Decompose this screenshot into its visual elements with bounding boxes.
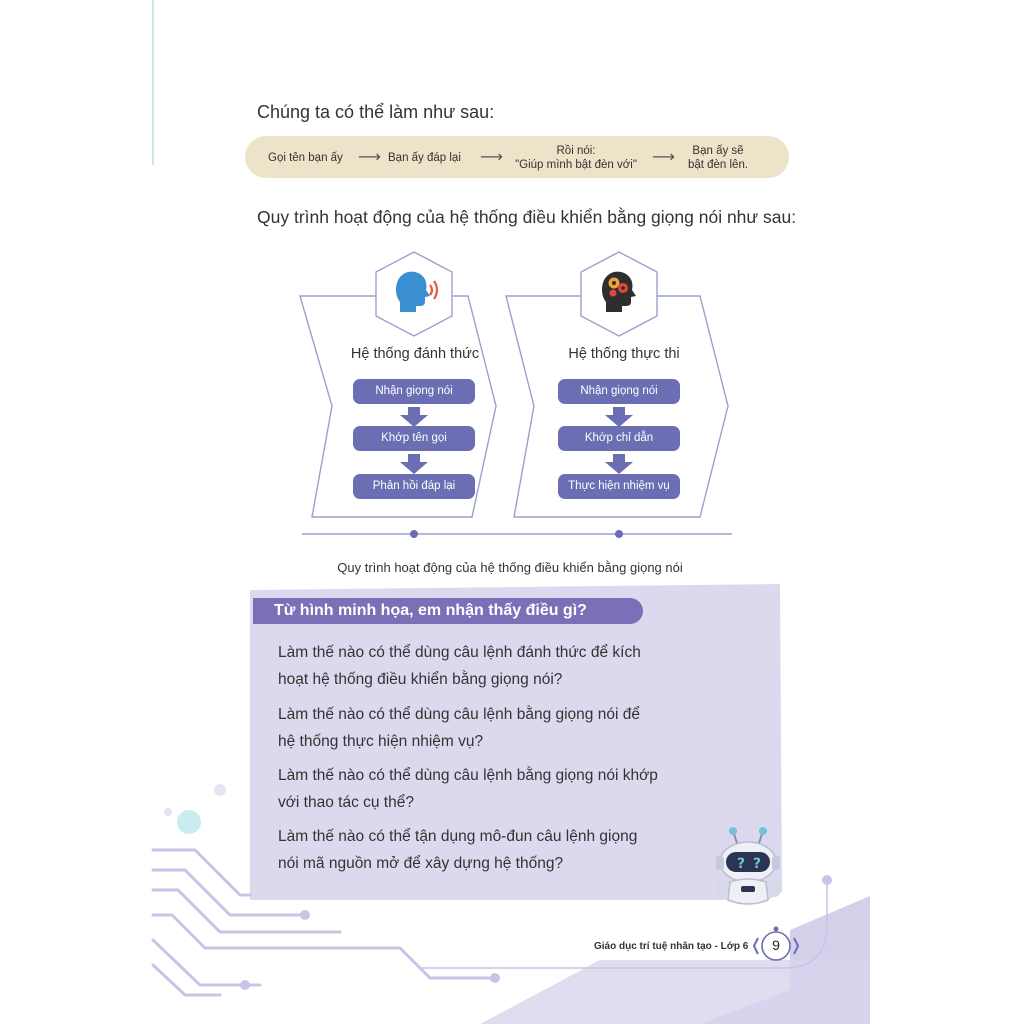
step-text: Gọi tên bạn ấy [268,152,343,164]
step-text-line1: Rồi nói: [556,145,596,157]
exec-step-match-instruction: Khớp chỉ dẫn [558,426,680,451]
question-line: Làm thế nào có thể dùng câu lệnh đánh th… [278,644,641,661]
question-line: hoạt hệ thống điều khiển bằng giọng nói? [278,671,563,688]
arrow-icon: ⟶ [480,149,503,166]
question-line: Làm thế nào có thể dùng câu lệnh bằng gi… [278,706,640,723]
question-line: Làm thế nào có thể dùng câu lệnh bằng gi… [278,767,658,784]
wake-step-match-name: Khớp tên gọi [353,426,475,451]
figure-caption-text: Quy trình hoạt động của hệ thống điều kh… [337,560,683,575]
arrow-icon: ⟶ [652,149,675,166]
exec-system-title: Hệ thống thực thi [568,346,680,362]
step-text-line1: Bạn ấy sẽ [692,145,744,157]
svg-text:?: ? [737,856,745,872]
down-arrow-icon [605,407,633,427]
question-line: Làm thế nào có thể tận dụng mô-đun câu l… [278,828,638,845]
page-number-badge-icon [752,926,800,961]
robot-mascot-icon: ? ? [715,827,781,905]
step-turn-on-light: Bạn ấy sẽ bật đèn lên. [680,144,756,172]
arrow-icon: ⟶ [358,149,381,166]
step-reply: Bạn ấy đáp lại [388,151,461,165]
step-call-name: Gọi tên bạn ấy [268,151,343,165]
question-item: Làm thế nào có thể dùng câu lệnh bằng gi… [278,762,673,816]
step-text-line2: bật đèn lên. [687,159,749,171]
intro-heading: Chúng ta có thể làm như sau: [257,102,495,122]
question-line: nói mã nguồn mở để xây dựng hệ thống? [278,855,564,872]
step-text-line2: "Giúp mình bật đèn với" [515,159,637,171]
question-line: hệ thống thực hiện nhiệm vụ? [278,733,484,750]
question-item: Làm thế nào có thể dùng câu lệnh bằng gi… [278,701,673,755]
speaking-head-icon [396,271,439,312]
wake-system-title: Hệ thống đánh thức [350,346,480,362]
question-item: Làm thế nào có thể dùng câu lệnh đánh th… [278,639,673,693]
exec-step-perform-task: Thực hiện nhiệm vụ [558,474,680,499]
down-arrow-icon [400,407,428,427]
footer-book-title: Giáo dục trí tuệ nhân tạo - Lớp 6 [594,941,749,952]
question-item: Làm thế nào có thể tận dụng mô-đun câu l… [278,823,673,877]
step-text: Bạn ấy đáp lại [388,152,461,164]
wake-step-respond: Phản hồi đáp lại [353,474,475,499]
question-line: với thao tác cụ thể? [278,794,414,811]
down-arrow-icon [400,454,428,474]
steps-bar [245,136,789,178]
figure-caption: Quy trình hoạt động của hệ thống điều kh… [0,560,1024,575]
step-say-request: Rồi nói: "Giúp mình bật đèn với" [508,144,644,172]
down-arrow-icon [605,454,633,474]
exec-step-receive-voice: Nhận giọng nói [558,379,680,404]
wake-step-receive-voice: Nhận giọng nói [353,379,475,404]
page-number: 9 [772,937,780,953]
questions-title-bar [253,598,643,624]
brain-gear-icon [602,271,636,312]
svg-text:?: ? [753,856,761,872]
questions-title: Từ hình minh họa, em nhận thấy điều gì? [274,602,587,619]
process-heading: Quy trình hoạt động của hệ thống điều kh… [257,207,797,227]
